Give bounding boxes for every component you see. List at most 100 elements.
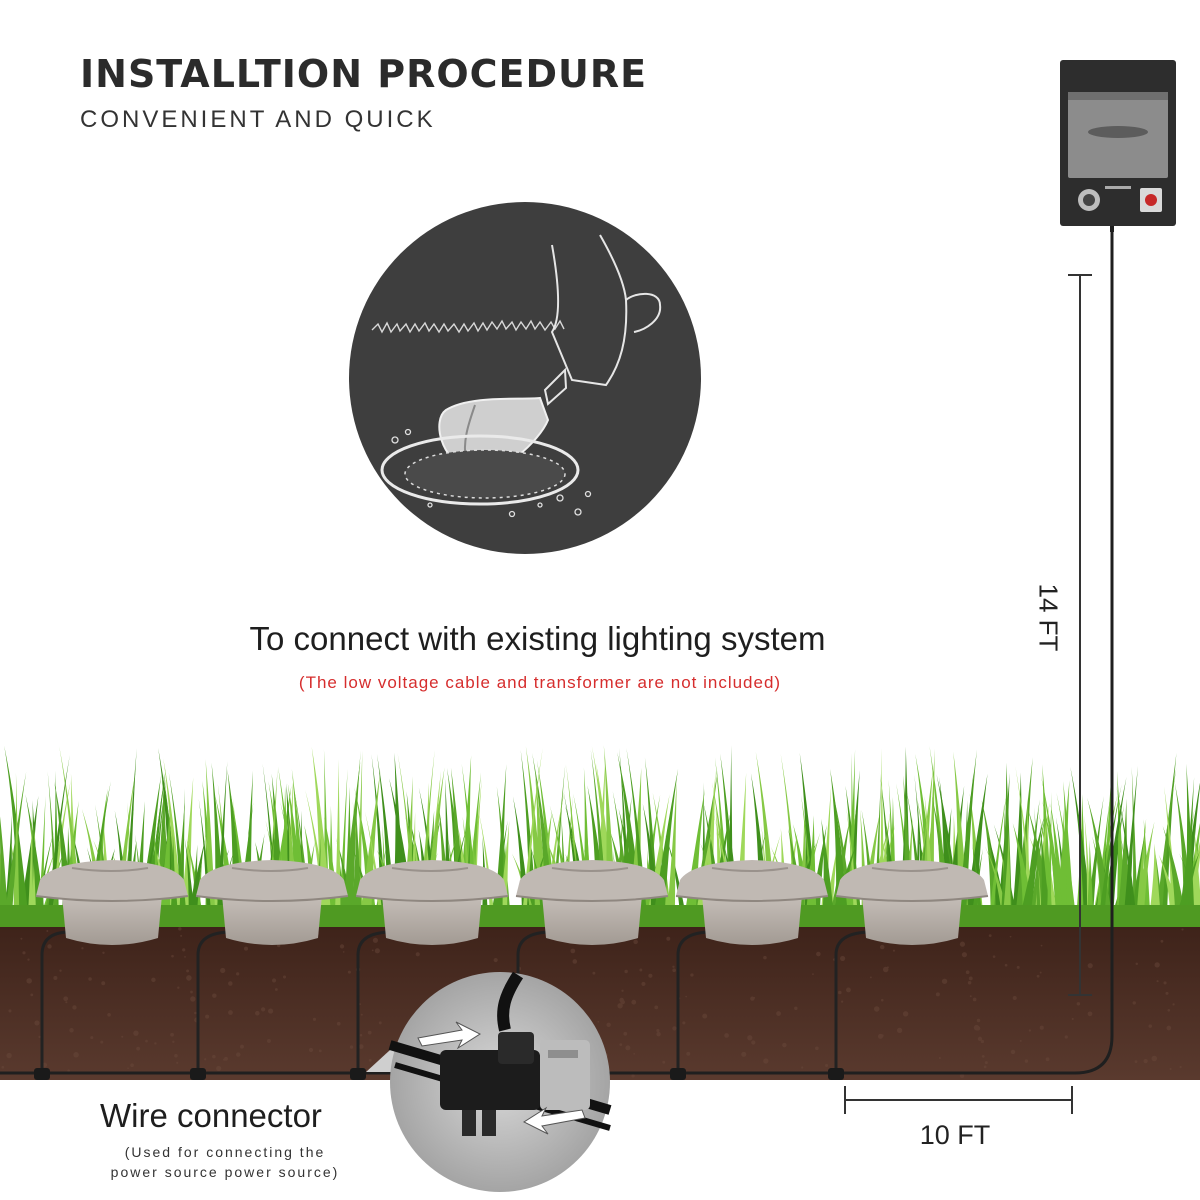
soil-speck: [151, 977, 156, 983]
soil-speck: [724, 1033, 729, 1038]
soil-speck: [127, 1067, 129, 1070]
soil-speck: [47, 944, 52, 949]
soil-speck: [186, 969, 190, 973]
grass-blade: [0, 816, 8, 915]
deck-light: [835, 860, 989, 945]
soil-speck: [941, 978, 948, 984]
soil-speck: [879, 944, 885, 950]
soil-speck: [267, 1008, 274, 1014]
grass-blade: [1102, 776, 1127, 915]
soil-speck: [177, 986, 180, 989]
soil-speck: [205, 1014, 210, 1019]
soil-speck: [255, 1010, 260, 1016]
grass-blade: [1123, 765, 1139, 915]
soil-speck: [1143, 1058, 1148, 1064]
deck-light: [195, 860, 349, 945]
soil-speck: [763, 955, 767, 960]
soil-speck: [1040, 944, 1043, 947]
soil-speck: [965, 970, 970, 975]
soil-speck: [984, 1061, 988, 1065]
soil-speck: [968, 976, 973, 981]
soil-speck: [130, 1063, 134, 1068]
soil-speck: [65, 1001, 68, 1004]
soil-speck: [212, 993, 217, 998]
soil-speck: [368, 1058, 372, 1062]
soil-speck: [339, 944, 345, 949]
grass-blade: [1042, 800, 1064, 915]
soil-speck: [973, 1024, 980, 1031]
cable-clips: [34, 1068, 844, 1080]
soil-speck: [374, 948, 380, 954]
grass-blade: [1133, 818, 1147, 915]
soil-speck: [26, 978, 32, 984]
soil-speck: [182, 948, 186, 952]
wire-connector-note-line2: power source power source): [110, 1164, 340, 1180]
soil-speck: [1135, 962, 1139, 966]
deck-light: [675, 860, 829, 945]
soil-speck: [625, 1045, 631, 1051]
soil-speck: [631, 999, 637, 1005]
soil-speck: [90, 1036, 94, 1040]
soil-speck: [8, 1009, 12, 1013]
soil-speck: [959, 941, 966, 947]
soil-speck: [154, 1042, 157, 1045]
soil-speck: [1012, 996, 1017, 1001]
soil-speck: [572, 959, 578, 964]
soil-speck: [1160, 939, 1164, 943]
soil-speck: [59, 969, 62, 972]
soil-speck: [992, 955, 996, 958]
soil-speck: [619, 997, 624, 1003]
soil-speck: [190, 990, 193, 994]
soil-speck: [204, 1058, 207, 1061]
page-subtitle: CONVENIENT AND QUICK: [80, 106, 436, 133]
soil-speck: [751, 1040, 756, 1045]
soil-speck: [592, 971, 596, 975]
soil-speck: [493, 957, 498, 963]
soil-speck: [184, 956, 186, 958]
soil-speck: [672, 965, 675, 968]
soil-speck: [570, 948, 576, 954]
soil-speck: [336, 1021, 341, 1026]
trowel-digging-icon: [349, 202, 701, 554]
soil-speck: [1172, 1003, 1175, 1006]
soil-speck: [988, 934, 992, 938]
grass-blade: [1086, 839, 1094, 915]
soil-speck: [349, 1045, 354, 1049]
grass-blade: [1034, 807, 1041, 915]
soil-speck: [1010, 1049, 1016, 1055]
soil-speck: [212, 1054, 216, 1059]
soil-speck: [178, 927, 182, 931]
soil-speck: [624, 969, 628, 974]
soil-speck: [312, 1017, 317, 1021]
deck-light: [355, 860, 509, 945]
soil-speck: [266, 1038, 271, 1043]
soil-speck: [1087, 963, 1093, 969]
soil-speck: [69, 1028, 74, 1033]
dimension-line-horizontal: [844, 1086, 1073, 1114]
grass-blade: [989, 786, 1009, 915]
soil-speck: [1064, 1035, 1068, 1039]
soil-speck: [1154, 962, 1160, 968]
soil-speck: [846, 987, 851, 993]
drop-wires: [40, 930, 873, 1073]
soil-speck: [190, 996, 196, 1002]
soil-speck: [690, 973, 694, 977]
soil-speck: [30, 993, 34, 997]
soil-speck: [892, 949, 895, 952]
grass-blade: [1158, 854, 1180, 915]
soil-speck: [975, 1026, 981, 1031]
soil-speck: [815, 1046, 819, 1051]
soil-speck: [27, 958, 30, 961]
soil-speck: [880, 998, 884, 1002]
soil-speck: [240, 1044, 244, 1049]
wire-connector-icon: [366, 971, 612, 1192]
soil-speck: [816, 951, 821, 957]
wire-connector-label: Wire connector: [100, 1097, 322, 1134]
soil-speck: [747, 1035, 753, 1041]
soil-speck: [656, 1029, 660, 1033]
soil-speck: [702, 1013, 708, 1019]
soil-speck: [1009, 935, 1012, 938]
soil-speck: [53, 976, 58, 981]
soil-speck: [641, 981, 646, 987]
soil-speck: [794, 1006, 798, 1011]
